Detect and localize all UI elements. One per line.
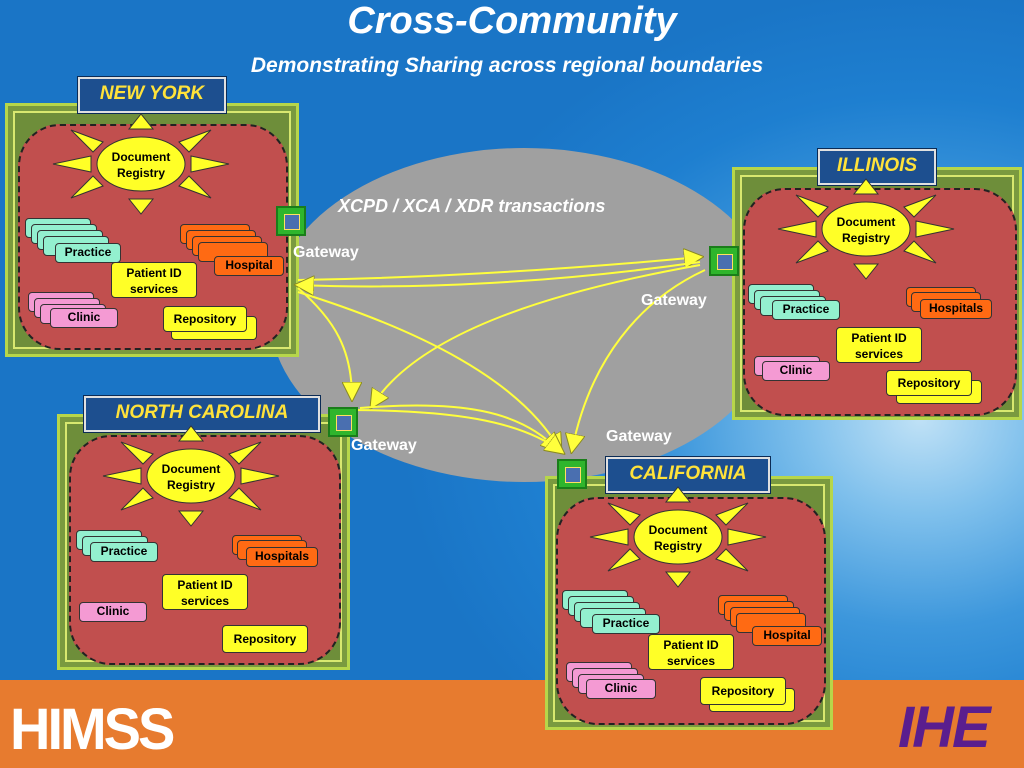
gateway-icon [709,246,739,276]
himss-logo: HIMSS [10,695,175,762]
hospital-node: Hospitals [920,299,992,319]
gateway-label: Gateway [641,292,707,309]
hospital-node: Hospital [214,256,284,276]
region-label-new-york: NEW YORK [78,77,226,113]
clinic-node: Clinic [762,361,830,381]
slide-title: Cross-Community [347,0,677,42]
gateway-icon [276,206,306,236]
hospital-node: Hospitals [246,547,318,567]
gateway-label: Gateway [351,437,417,454]
gateway-icon [328,407,358,437]
hospital-node: Hospital [752,626,822,646]
practice-node: Practice [90,542,158,562]
practice-node: Practice [772,300,840,320]
footer-bar [0,680,1024,768]
clinic-node: Clinic [50,308,118,328]
practice-node: Practice [55,243,121,263]
repository-node: Repository [222,625,308,653]
repository-node: Repository [700,677,786,705]
region-label-north-carolina: NORTH CAROLINA [84,396,320,432]
clinic-node: Clinic [79,602,147,622]
patient-id-node: Patient ID services [648,634,734,670]
gateway-label: Gateway [606,428,672,445]
repository-node: Repository [886,370,972,396]
gateway-label: Gateway [293,244,359,261]
patient-id-node: Patient ID services [162,574,248,610]
region-label-illinois: ILLINOIS [818,149,936,185]
patient-id-node: Patient ID services [111,262,197,298]
repository-node: Repository [163,306,247,332]
ihe-logo: IHE [898,695,991,760]
gateway-icon [557,459,587,489]
slide-subtitle: Demonstrating Sharing across regional bo… [250,54,764,77]
patient-id-node: Patient ID services [836,327,922,363]
practice-node: Practice [592,614,660,634]
transactions-label: XCPD / XCA / XDR transactions [338,196,606,216]
clinic-node: Clinic [586,679,656,699]
region-label-california: CALIFORNIA [606,457,770,493]
